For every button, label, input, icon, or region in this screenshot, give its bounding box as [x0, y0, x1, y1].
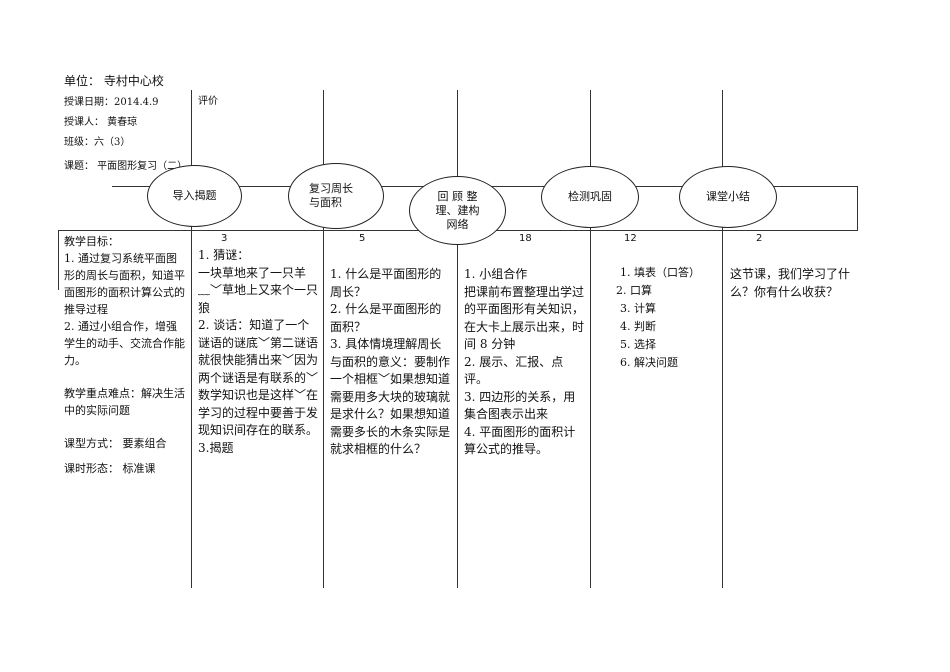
column-divider: [590, 90, 591, 588]
test-item: 5. 选择: [620, 338, 656, 351]
date-label: 授课日期：2014.4.9: [64, 97, 159, 108]
riddle-text: 一块草地来了一只羊﹏﹀草地上又来个一只狼: [198, 265, 319, 315]
item-3: 3. 四边形的关系，用集合图表示出来: [464, 389, 576, 422]
stage-oval-review: 复习周长 与面积: [288, 163, 384, 229]
riddle-title: 1. 猜谜：: [198, 248, 250, 262]
item-4: 4. 平面图形的面积计算公式的推导。: [464, 424, 576, 457]
item-1: 1. 小组合作: [464, 267, 528, 281]
test-list: 1. 填表（口答） 2. 口算 3. 计算 4. 判断 5. 选择 6. 解决问…: [616, 264, 720, 372]
lesson-form: 课时形态： 标准课: [64, 462, 156, 475]
talk-text: 2. 谈话：知道了一个谜语的谜底﹀第二谜语就很快能猜出来﹀因为两个谜语是有联系的…: [198, 318, 319, 437]
key-points: 教学重点难点：解决生活中的实际问题: [64, 387, 185, 417]
test-item: 4. 判断: [620, 320, 656, 333]
stage-minutes: 5: [359, 233, 366, 244]
goal-1: 1. 通过复习系统平面图形的周长与面积，知道平面图形的面积计算公式的推导过程: [64, 252, 185, 316]
stage-oval-test: 检测巩固: [541, 166, 639, 228]
test-item: 2. 口算: [616, 284, 652, 297]
column-divider: [857, 186, 858, 230]
summary-text: 这节课，我们学习了什么？你有什么收获？: [730, 267, 851, 299]
unit-label: 单位： 寺村中心校: [64, 74, 164, 88]
stage-minutes: 2: [756, 233, 763, 244]
stage-minutes: 3: [221, 233, 228, 244]
network-column: 1. 小组合作 把课前布置整理出学过的平面图形有关知识，在大卡上展示出来，时间 …: [464, 266, 586, 459]
test-item: 3. 计算: [620, 302, 656, 315]
question-1: 1. 什么是平面图形的周长？: [330, 267, 442, 299]
stage-minutes: 18: [519, 233, 532, 244]
goal-title: 教学目标：: [64, 235, 119, 248]
review-column: 1. 什么是平面图形的周长？ 2. 什么是平面图形的面积？ 3. 具体情境理解周…: [330, 266, 452, 459]
question-2: 2. 什么是平面图形的面积？: [330, 302, 442, 334]
teacher-label: 授课人： 黄春琼: [64, 117, 138, 128]
column-divider: [722, 90, 723, 588]
topic-label: 课题： 平面图形复习（二）: [64, 161, 188, 172]
stage-oval-network: 回 顾 整 理、建构 网络: [409, 176, 506, 245]
column-divider: [323, 90, 324, 588]
column-divider: [457, 90, 458, 588]
stage-label: 课堂小结: [706, 190, 750, 203]
goal-2: 2. 通过小组合作，增强学生的动手、交流合作能力。: [64, 320, 185, 367]
question-3: 3. 具体情境理解周长与面积的意义：要制作一个相框﹀如果想知道需要用多大块的玻璃…: [330, 337, 451, 456]
grade-label: 班级：六（3）: [64, 137, 131, 148]
stage-oval-summary: 课堂小结: [679, 166, 777, 228]
column-divider: [191, 90, 192, 588]
left-info-column: 教学目标： 1. 通过复习系统平面图形的周长与面积，知道平面图形的面积计算公式的…: [64, 233, 186, 477]
stage-minutes: 12: [624, 233, 637, 244]
test-item: 1. 填表（口答）: [620, 266, 700, 279]
summary-column: 这节课，我们学习了什么？你有什么收获？: [730, 266, 854, 301]
item-1-detail: 把课前布置整理出学过的平面图形有关知识，在大卡上展示出来，时间 8 分钟: [464, 284, 585, 352]
stage-label: 回 顾 整 理、建构 网络: [435, 189, 480, 231]
evaluation-label: 评价: [198, 96, 218, 107]
stage-label: 导入揭题: [172, 189, 217, 202]
stage-oval-intro: 导入揭题: [147, 165, 242, 227]
item-2: 2. 展示、汇报、点评。: [464, 354, 564, 387]
test-item: 6. 解决问题: [620, 356, 678, 369]
stage-label: 检测巩固: [568, 190, 612, 203]
intro-column: 1. 猜谜： 一块草地来了一只羊﹏﹀草地上又来个一只狼 2. 谈话：知道了一个谜…: [198, 247, 320, 457]
column-divider: [58, 230, 59, 290]
reveal-text: 3.揭题: [198, 440, 234, 455]
stage-label: 复习周长 与面积: [309, 182, 353, 209]
lesson-type: 课型方式： 要素组合: [64, 437, 167, 450]
